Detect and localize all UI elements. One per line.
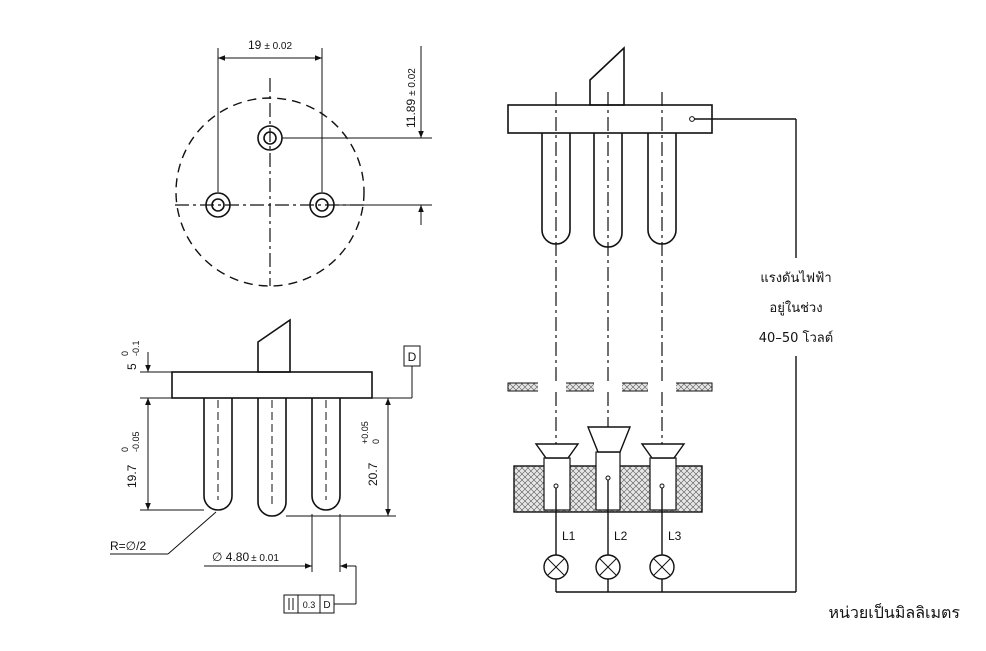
lamp-l3-label: L3 [668, 529, 682, 543]
lamp-l2-label: L2 [614, 529, 628, 543]
flange-thickness-label: 5 [125, 363, 139, 370]
shutter-plate [507, 382, 713, 392]
units-note: หน่วยเป็นมิลลิเมตร [828, 602, 960, 622]
lamp-l3: L3 [649, 529, 682, 580]
side-pin-left [203, 398, 233, 511]
left-pin [205, 192, 231, 218]
socket-contact-right [640, 443, 686, 459]
voltage-note-line1: แรงดันไฟฟ้า [760, 270, 831, 286]
top-height-label: 11.89± 0.02 [404, 68, 418, 128]
test-rig: L1 L2 L3 แรงดันไฟฟ้า อยู่ในช่วง 40–50 โว… [507, 46, 833, 593]
tolerance-frame: 0.3 D [283, 594, 335, 614]
voltage-note-line2: อยู่ในช่วง [769, 300, 822, 316]
tolerance-datum: D [323, 600, 330, 611]
short-pin-tol-upper: 0 [120, 447, 130, 452]
plug-flange [171, 371, 373, 399]
rig-plug-body [507, 104, 713, 134]
long-pin-tol-upper: +0.05 [360, 421, 370, 444]
pin-diameter-label: ∅ 4.80± 0.01 [212, 550, 279, 564]
long-pin-tol-lower: 0 [371, 439, 381, 444]
long-pin-length-label: 20.7 [366, 462, 380, 486]
rig-plug-earth-blade [589, 46, 625, 106]
short-pin-length-label: 19.7 [125, 464, 139, 488]
lamp-l2: L2 [595, 529, 628, 580]
socket-contact-center [586, 426, 632, 453]
side-view: 5 0 -0.1 19.7 0 -0.05 20.7 +0.05 0 D R=∅… [110, 318, 421, 614]
short-pin-tol-lower: -0.05 [131, 431, 141, 452]
tip-radius-label: R=∅/2 [110, 539, 146, 553]
lamp-l1: L1 [543, 529, 576, 580]
top-view: 19± 0.02 11.89± 0.02 [175, 38, 432, 287]
socket-contact-left [534, 443, 580, 459]
side-pin-center [257, 398, 287, 517]
voltage-note-line3: 40–50 โวลต์ [759, 330, 833, 346]
flange-tol-upper: 0 [120, 351, 130, 356]
datum-box [403, 345, 421, 367]
lamp-l1-label: L1 [562, 529, 576, 543]
flange-tol-lower: -0.1 [131, 340, 141, 356]
top-width-label: 19± 0.02 [248, 38, 293, 52]
earth-pin-blade [257, 318, 291, 373]
datum-label: D [408, 350, 417, 364]
side-pin-right [311, 398, 341, 511]
tolerance-value: 0.3 [303, 600, 316, 610]
